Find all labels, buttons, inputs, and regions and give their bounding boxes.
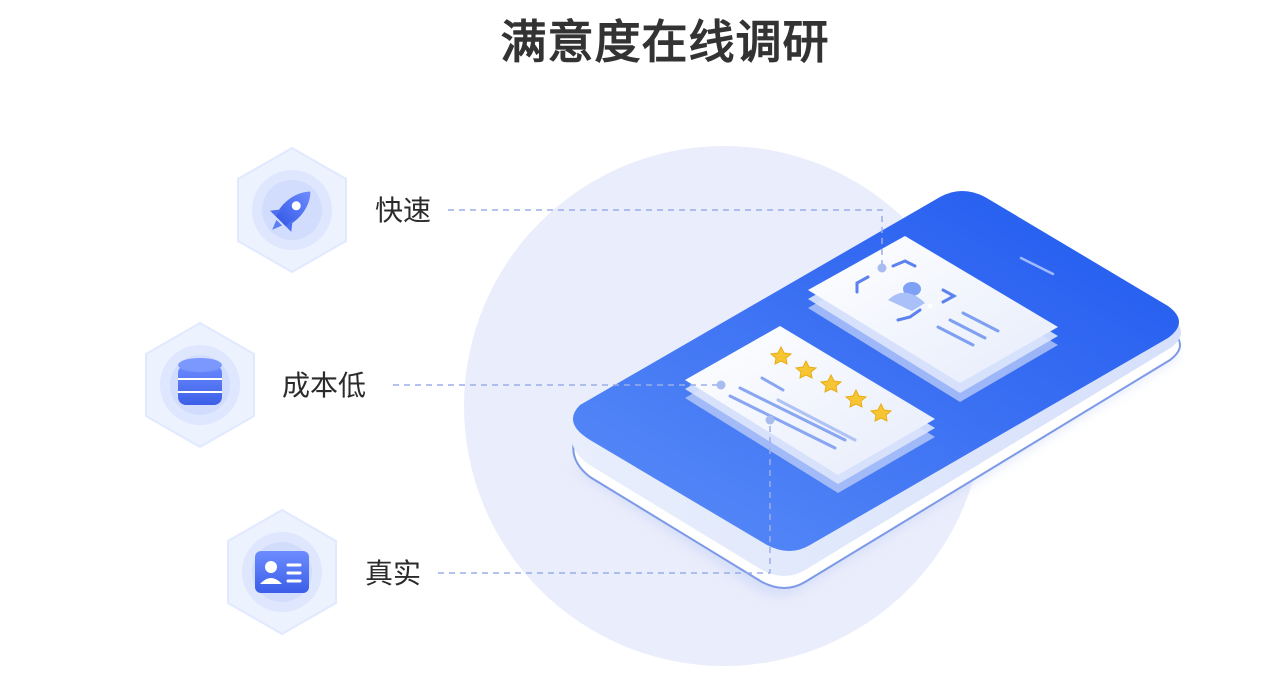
- profile-card: [808, 236, 1058, 383]
- feature-hex-database: [145, 321, 255, 449]
- id-card-icon: [255, 551, 309, 593]
- feature-label-authentic: 真实: [365, 557, 422, 590]
- connector-dots: [716, 263, 933, 425]
- connector-lines: [393, 209, 883, 574]
- phone-speaker: [1019, 256, 1055, 276]
- feature-label-fast: 快速: [375, 194, 432, 227]
- rating-stars: [769, 345, 893, 422]
- page-title: 满意度在线调研: [500, 15, 830, 69]
- rocket-icon: [270, 191, 311, 232]
- feature-hex-id-card: [227, 508, 337, 636]
- profile-card-icon: [855, 259, 958, 322]
- phone-screen: [572, 191, 1179, 551]
- feature-hex-rocket: [237, 146, 347, 274]
- rating-card: [685, 326, 935, 475]
- profile-card-lines: [936, 311, 1000, 347]
- rating-card-lines: [728, 376, 847, 450]
- feature-label-low-cost: 成本低: [282, 369, 367, 402]
- database-icon: [178, 358, 222, 405]
